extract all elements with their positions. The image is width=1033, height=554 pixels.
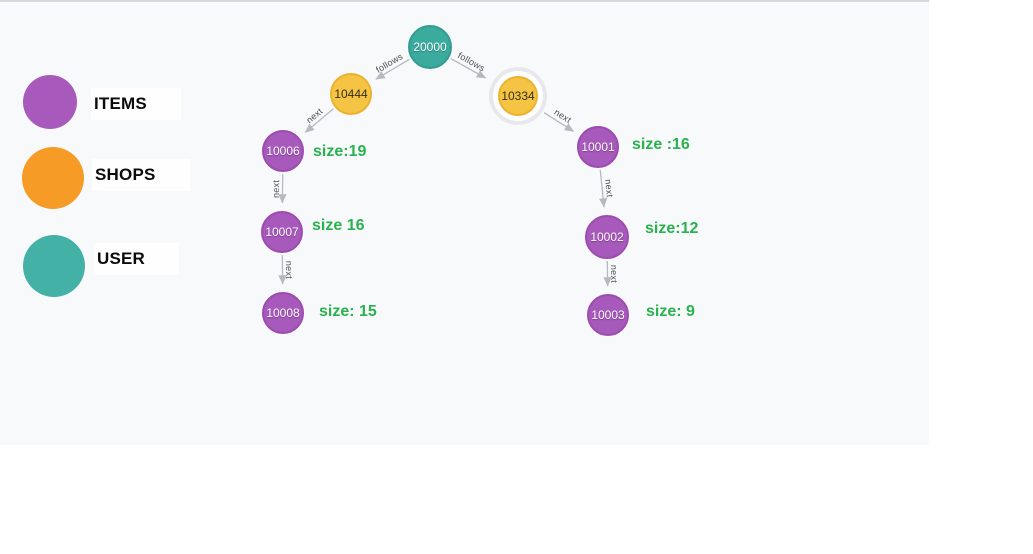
edge-label-10007-10008[interactable]: next (284, 260, 295, 279)
edges-layer (278, 58, 612, 287)
edge-label-10001-10002[interactable]: next (603, 178, 615, 198)
legend-circle-items (23, 75, 77, 129)
legend-circle-user (23, 235, 85, 297)
legend-label-user: USER (94, 243, 180, 275)
size-annotation: size 16 (312, 217, 365, 234)
node-label: 10003 (591, 308, 625, 322)
node-label: 10002 (590, 230, 624, 244)
graph-node-10334[interactable]: 10334 (498, 76, 538, 116)
graph-node-10006[interactable]: 10006 (262, 130, 304, 172)
node-label: 10444 (334, 87, 368, 101)
edge-10444-10006[interactable] (304, 108, 334, 133)
legend-circle-shops (22, 147, 84, 209)
graph-node-10008[interactable]: 10008 (262, 292, 304, 334)
edge-label-10006-10007[interactable]: next (270, 179, 281, 198)
graph-node-20000[interactable]: 20000 (408, 25, 452, 69)
legend-label-items: ITEMS (91, 88, 181, 120)
legend-label-shops: SHOPS (92, 159, 190, 191)
node-label: 10001 (581, 140, 615, 154)
size-annotation: size: 15 (319, 303, 377, 320)
node-label: 20000 (413, 40, 447, 54)
graph-node-10002[interactable]: 10002 (585, 215, 629, 259)
graph-node-10001[interactable]: 10001 (577, 126, 619, 168)
size-annotation: size :16 (632, 136, 690, 153)
edge-20000-10334[interactable] (450, 58, 487, 79)
edge-20000-10444[interactable] (375, 58, 410, 80)
edge-10001-10002[interactable] (598, 169, 608, 208)
node-label: 10334 (501, 89, 535, 103)
size-annotation: size: 9 (646, 303, 695, 320)
graph-node-10003[interactable]: 10003 (587, 294, 629, 336)
node-label: 10007 (265, 225, 299, 239)
node-label: 10006 (266, 144, 300, 158)
edge-label-10002-10003[interactable]: next (609, 264, 620, 283)
graph-node-10007[interactable]: 10007 (261, 211, 303, 253)
size-annotation: size:19 (313, 143, 367, 160)
graph-node-10444[interactable]: 10444 (330, 73, 372, 115)
size-annotation: size:12 (645, 220, 699, 237)
edge-10334-10001[interactable] (543, 112, 574, 132)
node-label: 10008 (266, 306, 300, 320)
